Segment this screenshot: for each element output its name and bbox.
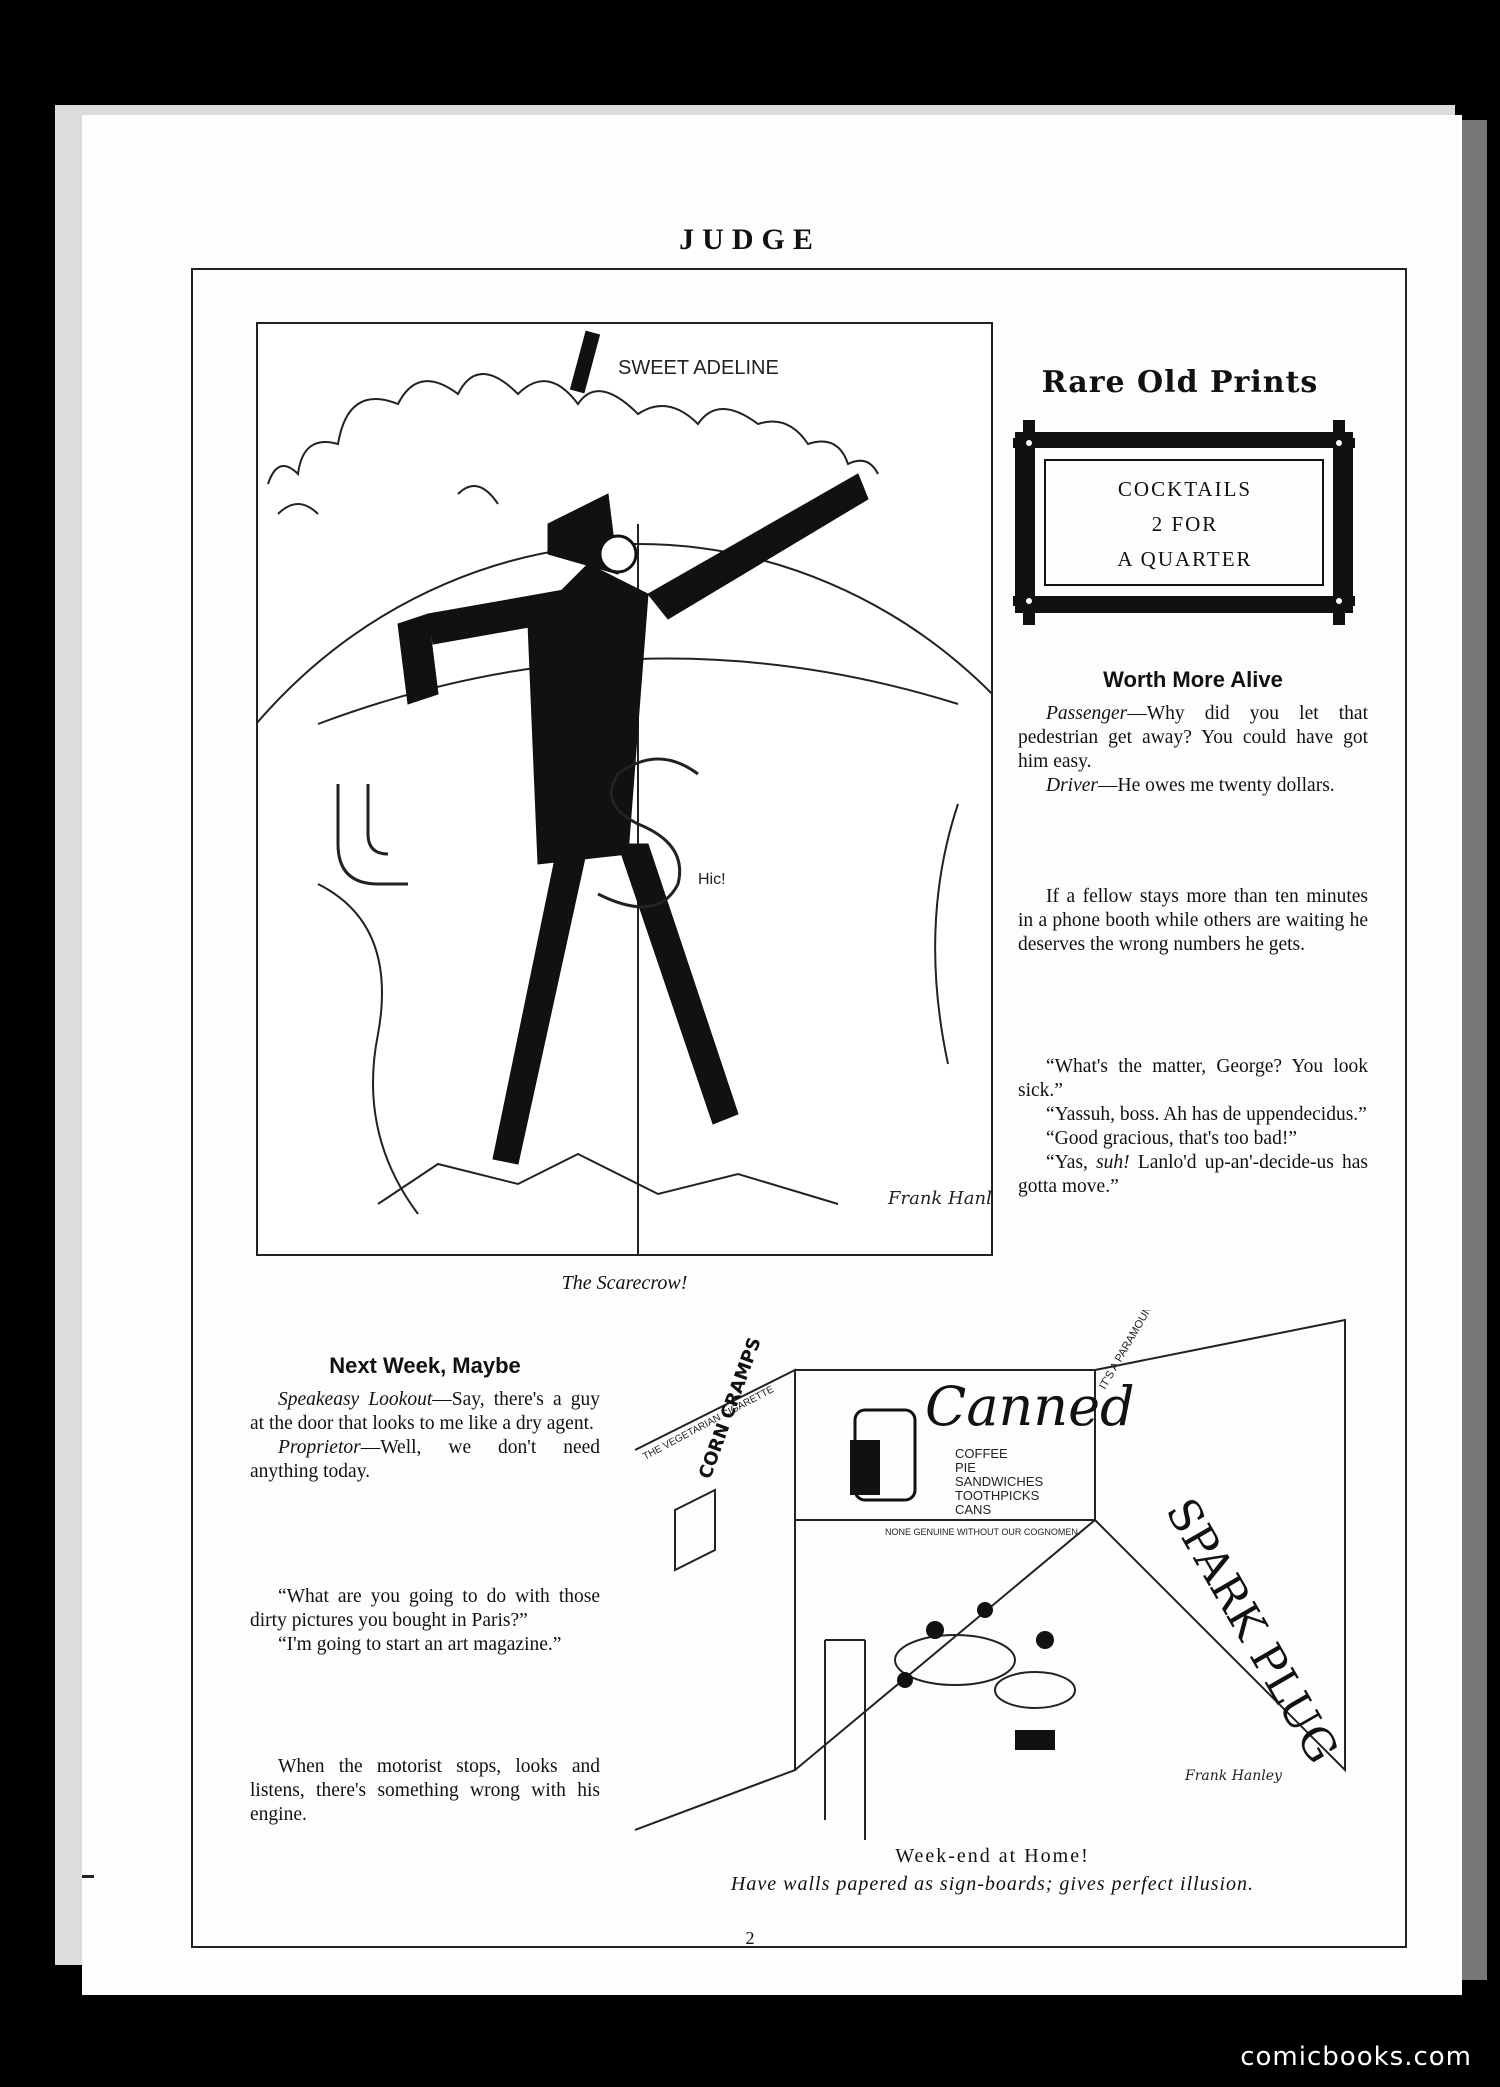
driver-line: Driver—He owes me twenty dollars.	[1046, 775, 1335, 796]
prints-line-2: 2 FOR	[1151, 512, 1219, 536]
passenger-line: Passenger—Why did you let that pedestria…	[1018, 703, 1368, 772]
weekend-caption-subtitle: Have walls papered as sign-boards; gives…	[730, 1873, 1255, 1895]
proprietor-line: Proprietor—Well, we don't need anything …	[250, 1437, 600, 1482]
canned-sign: Canned	[925, 1375, 1135, 1438]
george-line-1: “What's the matter, George? You look sic…	[1018, 1056, 1368, 1101]
paris-line-1: “What are you going to do with those dir…	[250, 1586, 600, 1631]
prints-line-3: A QUARTER	[1117, 547, 1253, 571]
scan-mark	[82, 1875, 94, 1918]
cartoon1-signature: Frank Hanley	[887, 1188, 993, 1209]
worth-more-alive-joke: Worth More Alive Passenger—Why did you l…	[1018, 668, 1368, 798]
cartoon2-signature: Frank Hanley	[1184, 1768, 1283, 1784]
george-line-4: “Yas, suh! Lanlo'd up-an'-decide-us has …	[1018, 1152, 1368, 1197]
magazine-title: JUDGE	[679, 223, 821, 256]
weekend-cartoon: Canned COFFEE PIE SANDWICHES TOOTHPICKS …	[634, 1310, 1348, 1840]
paris-joke: “What are you going to do with those dir…	[250, 1585, 600, 1657]
page-frame	[191, 268, 1407, 1948]
scarecrow-drawing: SWEET ADELINE Hic! Frank Hanley	[258, 330, 993, 1254]
george-line-3: “Good gracious, that's too bad!”	[1046, 1128, 1297, 1149]
george-joke: “What's the matter, George? You look sic…	[1018, 1055, 1368, 1199]
canned-note: NONE GENUINE WITHOUT OUR COGNOMEN.	[885, 1527, 1080, 1537]
watermark: comicbooks.com	[1240, 2042, 1472, 2072]
prints-line-1: COCKTAILS	[1117, 477, 1253, 501]
binding-strip	[1462, 120, 1487, 1980]
worth-more-alive-heading: Worth More Alive	[1103, 667, 1283, 692]
hic-text: Hic!	[698, 871, 726, 888]
phone-booth-joke: If a fellow stays more than ten minutes …	[1018, 885, 1368, 957]
george-line-2: “Yassuh, boss. Ah has de uppendecidus.”	[1046, 1104, 1367, 1125]
next-week-joke: Next Week, Maybe Speakeasy Lookout—Say, …	[250, 1354, 600, 1484]
weekend-caption-title: Week-end at Home!	[895, 1845, 1090, 1867]
corn-cramps-sign: CORN CRAMPS	[695, 1335, 766, 1482]
motorist-text: When the motorist stops, looks and liste…	[250, 1756, 600, 1825]
sweet-adeline-text: SWEET ADELINE	[618, 357, 779, 379]
rare-prints-text: COCKTAILS 2 FOR A QUARTER	[1050, 472, 1320, 577]
paris-line-2: “I'm going to start an art magazine.”	[278, 1634, 562, 1655]
phone-booth-text: If a fellow stays more than ten minutes …	[1018, 886, 1368, 955]
next-week-heading: Next Week, Maybe	[329, 1353, 521, 1378]
lookout-line: Speakeasy Lookout—Say, there's a guy at …	[250, 1389, 600, 1434]
canned-item-4: TOOTHPICKS	[955, 1488, 1040, 1503]
rare-prints-frame	[1013, 420, 1355, 625]
page-number: 2	[745, 1928, 755, 1948]
canned-item-3: SANDWICHES	[955, 1474, 1043, 1489]
motorist-joke: When the motorist stops, looks and liste…	[250, 1755, 600, 1827]
scarecrow-caption: The Scarecrow!	[561, 1272, 688, 1294]
spark-plug-sign: SPARK PLUG	[1155, 1490, 1347, 1772]
rare-prints-title: Rare Old Prints	[1041, 365, 1319, 400]
scarecrow-cartoon: SWEET ADELINE Hic! Frank Hanley	[256, 322, 993, 1256]
canned-item-1: COFFEE	[955, 1446, 1008, 1461]
canned-item-5: CANS	[955, 1502, 991, 1517]
canned-item-2: PIE	[955, 1460, 976, 1475]
